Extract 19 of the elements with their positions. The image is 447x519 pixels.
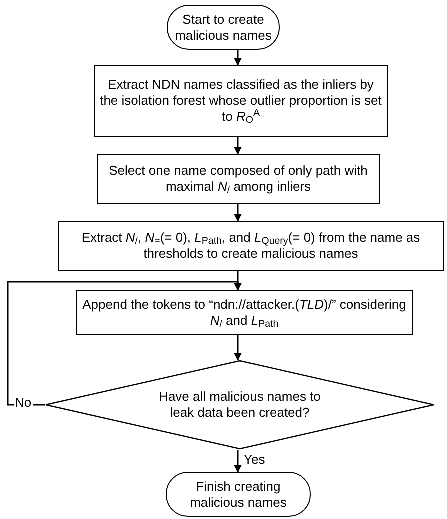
- arrow: [234, 450, 242, 473]
- start-terminal: [167, 5, 280, 50]
- node-text: Extract N$_{/}$, N$_{=}$(= 0), L$_{Path}$, and L$_{Query}$(= 0) from the name as thresholds to create malicious names: [80, 230, 422, 262]
- process-box: [97, 154, 380, 204]
- process-box: [76, 290, 413, 335]
- node-text: Have all malicious names to leak data been created?: [158, 389, 322, 421]
- arrow: [234, 137, 242, 155]
- node-text: Start to create malicious names: [174, 12, 273, 44]
- node-text: Finish creating malicious names: [189, 478, 288, 510]
- node-text: Append the tokens to “ndn://attacker.(TLD)/” considering N$_{/}$ and L$_{Path}$: [82, 296, 408, 328]
- arrow: [234, 50, 242, 66]
- node-text: Select one name composed of only path with maximal N$_{/}$ among inliers: [108, 163, 369, 195]
- arrow: [234, 335, 242, 361]
- decision-diamond: [45, 360, 435, 450]
- process-box: [58, 221, 444, 271]
- process-box: [94, 65, 388, 137]
- end-terminal: [166, 472, 311, 517]
- arrow: [234, 204, 242, 222]
- arrow: [7, 281, 242, 406]
